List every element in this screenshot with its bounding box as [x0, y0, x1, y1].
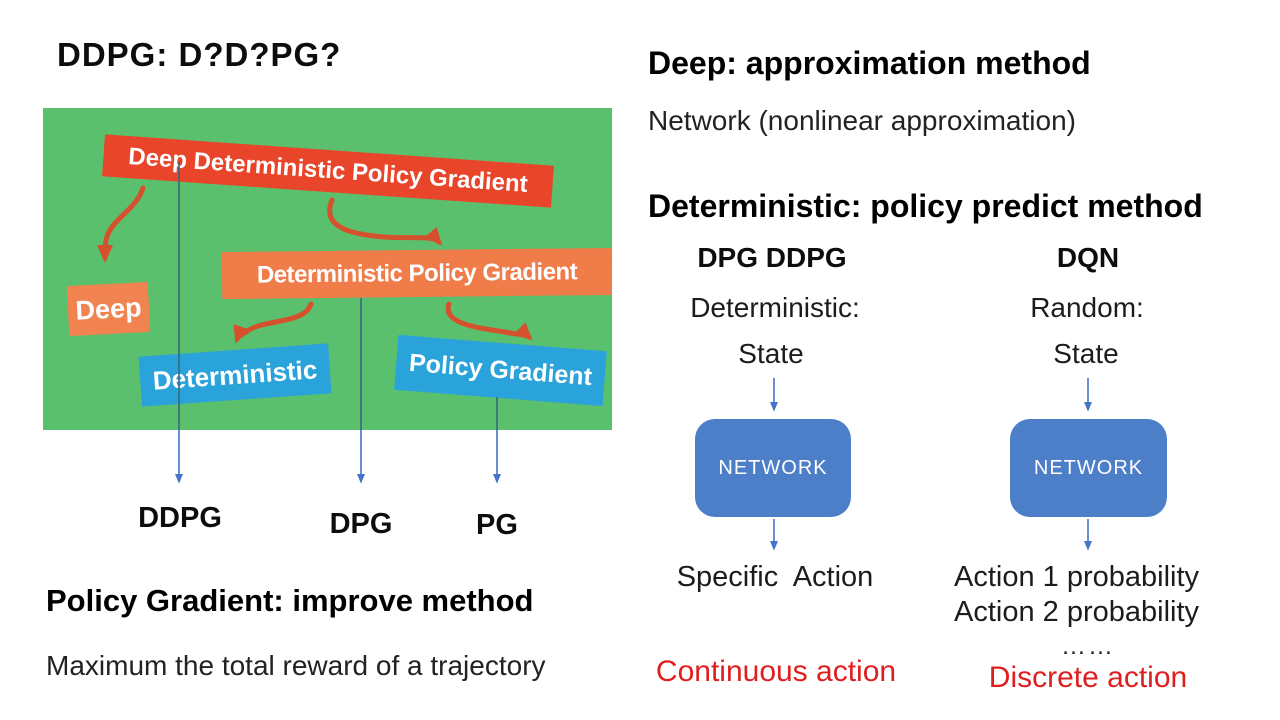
continuous-action-label: Continuous action	[655, 655, 897, 688]
discrete-action-label: Discrete action	[988, 661, 1188, 694]
label-pg: PG	[476, 509, 518, 541]
banner-deterministic-policy-gradient: Deterministic Policy Gradient	[221, 247, 612, 300]
deterministic-policy-label: Deterministic:	[690, 292, 860, 323]
deep-body: Network (nonlinear approximation)	[648, 105, 1076, 136]
network-box-left: NETWORK	[695, 419, 851, 517]
box-deterministic-label: Deterministic	[151, 353, 319, 396]
box-deep: Deep	[66, 281, 151, 337]
banner-ddpg-label: Deep Deterministic Policy Gradient	[127, 143, 529, 198]
network-box-right: NETWORK	[1010, 419, 1167, 517]
box-deep-label: Deep	[74, 291, 143, 326]
random-policy-label: Random:	[1030, 292, 1144, 323]
label-dpg: DPG	[329, 508, 393, 540]
policy-gradient-heading: Policy Gradient: improve method	[46, 583, 534, 618]
action2-probability-label: Action 2 probability	[954, 596, 1200, 628]
page-title: DDPG: D?D?PG?	[57, 36, 342, 73]
curved-arrow-to-deep-icon	[96, 185, 146, 264]
network-label-right: NETWORK	[1033, 456, 1144, 479]
ddpg-figure: Deep Deterministic Policy Gradient Deep …	[43, 108, 612, 430]
box-deterministic: Deterministic	[138, 343, 332, 407]
deterministic-heading: Deterministic: policy predict method	[648, 188, 1203, 224]
label-ddpg: DDPG	[138, 502, 222, 534]
ellipsis-label: ……	[1061, 632, 1115, 660]
action1-probability-label: Action 1 probability	[954, 561, 1200, 593]
banner-deep-deterministic-policy-gradient: Deep Deterministic Policy Gradient	[102, 134, 554, 208]
curved-arrow-to-policy-gradient-icon	[445, 301, 533, 341]
box-policy-gradient-label: Policy Gradient	[408, 348, 594, 392]
state-label-right: State	[1053, 338, 1119, 369]
deep-heading: Deep: approximation method	[648, 45, 1091, 81]
box-policy-gradient: Policy Gradient	[394, 334, 607, 407]
policy-gradient-body: Maximum the total reward of a trajectory	[46, 650, 546, 681]
state-label-left: State	[738, 338, 804, 369]
column-header-dpg-ddpg: DPG DDPG	[697, 242, 847, 273]
curved-arrow-to-deterministic-icon	[233, 301, 314, 344]
specific-action-label: Specific Action	[676, 561, 874, 593]
column-header-dqn: DQN	[1056, 242, 1120, 273]
curved-arrow-to-dpg-banner-icon	[327, 197, 443, 246]
banner-dpg-label: Deterministic Policy Gradient	[256, 257, 578, 289]
network-label-left: NETWORK	[718, 456, 828, 479]
